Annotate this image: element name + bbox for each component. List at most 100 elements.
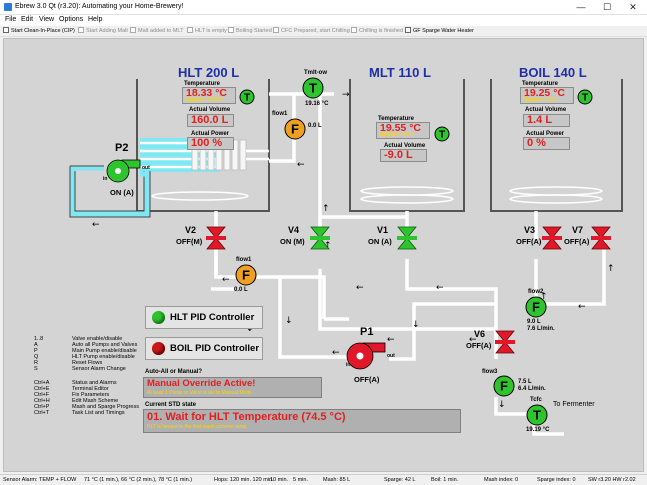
boil-power-label: Actual Power: [526, 131, 565, 137]
svg-text:F: F: [242, 268, 250, 283]
tcfc-sensor-icon: T: [526, 404, 548, 426]
svg-text:→: →: [342, 90, 350, 100]
svg-text:←: ←: [356, 283, 364, 293]
flow1-sensor-icon: F: [235, 264, 257, 286]
hlt-pid-button[interactable]: HLT PID Controller: [145, 306, 263, 329]
svg-text:↓: ↓: [498, 400, 506, 410]
boil-temperature-box: 19.25 °C Setpoint 0.0°C: [520, 87, 574, 104]
to-fermenter-label: To Fermenter: [553, 401, 595, 408]
checkbox-icon: [405, 27, 411, 33]
toolbar-boiling-started[interactable]: Boiling Started: [228, 27, 272, 34]
close-button[interactable]: ✕: [629, 2, 637, 12]
mlt-volume-label: Actual Volume: [384, 143, 426, 149]
toolbar: Start Clean-In-Place (CIP) Start Adding …: [0, 26, 647, 37]
svg-text:←: ←: [92, 220, 100, 230]
boil-vessel-outline: [490, 79, 623, 212]
boil-setpoint: Setpoint 0.0°C: [524, 97, 558, 103]
svg-text:↑: ↑: [607, 264, 615, 274]
svg-text:T: T: [533, 408, 541, 423]
app-icon: [4, 3, 12, 11]
v1-valve-icon: [397, 226, 417, 250]
checkbox-icon: [78, 27, 84, 33]
svg-text:←: ←: [436, 283, 444, 293]
checkbox-icon: [351, 27, 357, 33]
menu-bar: File Edit View Options Help: [0, 15, 647, 26]
p2-pump-icon[interactable]: [104, 157, 144, 185]
v6-state: OFF(A): [466, 341, 492, 350]
svg-text:↓: ↓: [412, 320, 420, 330]
checkbox-icon: [3, 27, 9, 33]
toolbar-start-cip[interactable]: Start Clean-In-Place (CIP): [3, 27, 75, 34]
menu-file[interactable]: File: [5, 16, 17, 23]
p1-pump-icon[interactable]: [343, 339, 389, 371]
tmlt-ow-sensor-icon: T: [302, 77, 324, 99]
svg-text:T: T: [439, 130, 445, 141]
mlt-temperature-label: Temperature: [378, 116, 414, 122]
toolbar-start-adding-malt[interactable]: Start Adding Malt: [78, 27, 128, 34]
v1-state: ON (A): [368, 237, 392, 246]
std-state-message: 01. Wait for HLT Temperature (74.5 °C): [147, 411, 346, 423]
svg-text:F: F: [532, 300, 540, 315]
hlt-pid-led-icon: [152, 311, 165, 324]
svg-text:↓: ↓: [285, 316, 293, 326]
flow2-sensor-icon: F: [525, 296, 547, 318]
toolbar-chilling-finished[interactable]: Chilling is finished: [351, 27, 403, 34]
p2-state: ON (A): [110, 188, 134, 197]
p2-out-label: out: [142, 165, 150, 171]
menu-help[interactable]: Help: [88, 16, 103, 23]
maximize-button[interactable]: ☐: [602, 2, 612, 12]
hlt-recirc-loop: [69, 165, 150, 217]
std-state-sub: HLT is heated to the first mash-scheme t…: [147, 424, 248, 430]
status-hops-2: 10 min.: [270, 477, 289, 483]
menu-options[interactable]: Options: [59, 16, 84, 23]
status-hops: Hops: 120 min. 120 min.: [214, 477, 274, 483]
boil-volume-label: Actual Volume: [525, 107, 567, 113]
flow1-top-sensor-icon: F: [284, 118, 306, 140]
hlt-setpoint: Setpoint 74.5°C: [186, 97, 223, 103]
status-bar: Sensor Alarm: TEMP + FLOW 71 °C (1 min.)…: [0, 474, 647, 485]
svg-text:←: ←: [469, 335, 477, 345]
status-sparge-volume: Sparge: 42 L: [384, 477, 416, 483]
checkbox-icon: [273, 27, 279, 33]
toolbar-hlt-empty[interactable]: HLT is empty: [187, 27, 227, 34]
toolbar-gf-sparge-heater[interactable]: GF Sparge Water Heater: [405, 27, 474, 34]
tmlt-ow-label: Tmlt-ow: [304, 70, 327, 76]
toolbar-cfc-prepared[interactable]: CFC Prepared, start Chilling: [273, 27, 350, 34]
auto-manual-label: Auto-All or Manual?: [145, 369, 202, 375]
flow3-label: flow3: [482, 369, 498, 375]
menu-view[interactable]: View: [39, 16, 55, 23]
svg-text:T: T: [309, 81, 317, 96]
boil-pid-label: BOIL PID Controller: [170, 343, 260, 354]
hlt-temperature-box: 18.33 °C Setpoint 74.5°C: [182, 87, 236, 104]
svg-text:↑: ↑: [322, 204, 330, 214]
p1-state: OFF(A): [354, 375, 380, 384]
hlt-temp-sensor-icon: T: [239, 89, 255, 105]
v2-state: OFF(M): [176, 237, 203, 246]
minimize-button[interactable]: —: [576, 2, 586, 12]
std-state-box: 01. Wait for HLT Temperature (74.5 °C) H…: [143, 409, 461, 433]
v7-name: V7: [572, 225, 584, 235]
boil-pid-button[interactable]: BOIL PID Controller: [145, 337, 263, 360]
hlt-heat-exchanger: [140, 138, 269, 172]
hlt-power-value: 100 %: [187, 137, 234, 150]
toolbar-malt-added[interactable]: Malt added to MLT: [130, 27, 183, 34]
svg-text:↑: ↑: [324, 241, 332, 251]
flow1-top-value: 0.0 L: [308, 123, 322, 129]
svg-text:F: F: [291, 122, 299, 137]
auto-manual-sub: At least 1 Pump or Valve is set to Manua…: [147, 390, 252, 396]
tcfc-value: 19.19 °C: [526, 427, 550, 433]
std-state-label: Current STD state: [145, 402, 197, 408]
flow1-top-label: flow1: [272, 111, 288, 117]
status-sparge-index: Sparge index: 0: [537, 477, 576, 483]
status-version: SW r3.20 HW r2.02: [588, 477, 636, 483]
v4-state: ON (M): [280, 237, 305, 246]
menu-edit[interactable]: Edit: [21, 16, 34, 23]
boil-pid-led-icon: [152, 342, 165, 355]
v7-valve-icon: [591, 226, 611, 250]
svg-text:↓: ↓: [246, 324, 254, 334]
v6-valve-icon: [495, 330, 515, 354]
hlt-title: HLT 200 L: [178, 65, 240, 80]
flow2-value: 9.0 L: [527, 319, 541, 325]
mlt-setpoint: Setpoint 0.0°C: [380, 132, 414, 138]
v6-name: V6: [474, 329, 486, 339]
